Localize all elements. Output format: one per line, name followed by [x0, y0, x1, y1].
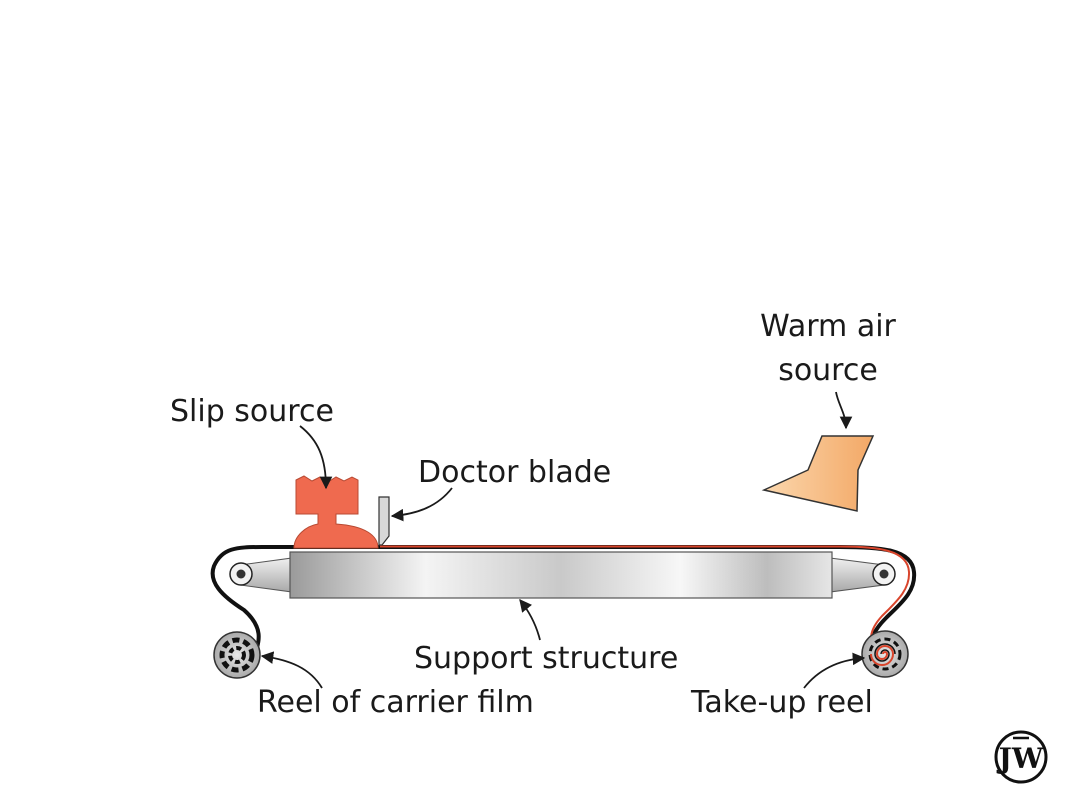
support-structure-label: Support structure: [414, 641, 678, 676]
slip-hopper-body: [293, 475, 379, 549]
support-structure: [239, 551, 885, 599]
warm-air-label-line1: Warm air: [760, 309, 896, 344]
carrier-film-reel: [213, 631, 261, 679]
carrier-reel-arrow: [260, 651, 323, 689]
support-structure-arrow: [519, 599, 541, 641]
doctor-blade-arrow: [390, 487, 453, 522]
warm-air-nozzle: [761, 435, 875, 512]
slip-layer-on-film: [380, 545, 911, 657]
publisher-logo-icon: JW: [994, 730, 1048, 784]
slip-source-label: Slip source: [170, 394, 334, 429]
right-roller: [872, 562, 896, 586]
warm-air-label-line2: source: [778, 353, 878, 388]
take-up-reel-arrow: [803, 652, 866, 689]
slip-source-arrow: [299, 425, 333, 490]
take-up-reel-label: Take-up reel: [690, 685, 873, 720]
take-up-reel-graphic: [861, 630, 909, 678]
warm-air-arrow: [835, 391, 853, 430]
take-up-spiral: [870, 645, 895, 666]
doctor-blade-label: Doctor blade: [418, 455, 611, 490]
leader-arrows: [260, 391, 866, 689]
support-bar: [289, 551, 833, 599]
left-roller: [229, 562, 253, 586]
svg-text:JW: JW: [996, 742, 1044, 775]
carrier-film-reel-label: Reel of carrier film: [257, 685, 534, 720]
carrier-film: [210, 545, 917, 661]
slip-source-hopper: [293, 475, 379, 549]
doctor-blade-graphic: [378, 496, 390, 546]
